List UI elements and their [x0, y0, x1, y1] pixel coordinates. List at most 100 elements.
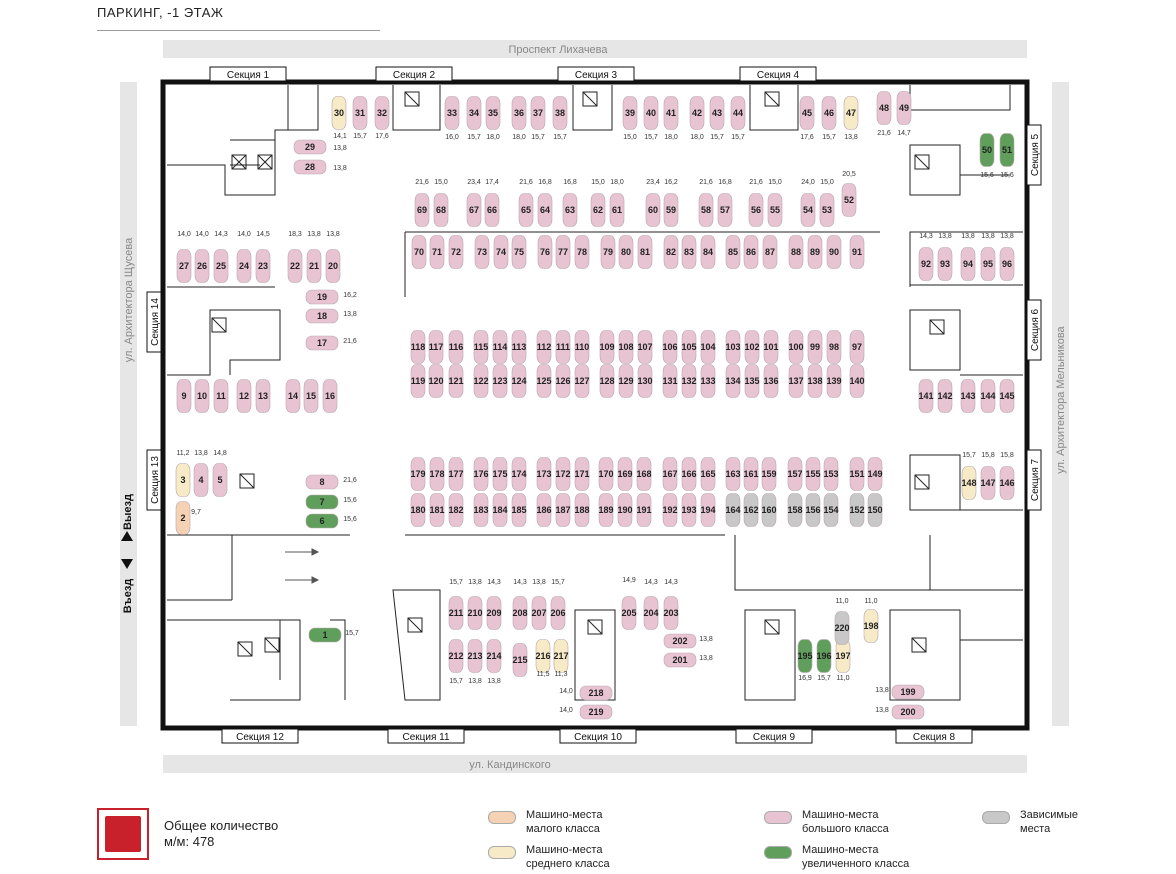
parking-spot-100[interactable]: 100	[788, 330, 804, 364]
parking-spot-161[interactable]: 161	[743, 457, 759, 491]
parking-spot-33[interactable]: 33	[444, 96, 460, 130]
parking-spot-114[interactable]: 114	[492, 330, 508, 364]
parking-spot-67[interactable]: 67	[466, 193, 482, 227]
parking-spot-106[interactable]: 106	[662, 330, 678, 364]
parking-spot-68[interactable]: 68	[433, 193, 449, 227]
parking-spot-39[interactable]: 39	[622, 96, 638, 130]
parking-spot-169[interactable]: 169	[617, 457, 633, 491]
parking-spot-7[interactable]: 7	[305, 494, 339, 510]
parking-spot-37[interactable]: 37	[530, 96, 546, 130]
parking-spot-9[interactable]: 9	[176, 379, 192, 413]
parking-spot-205[interactable]: 205	[621, 596, 637, 630]
parking-spot-115[interactable]: 115	[473, 330, 489, 364]
parking-spot-22[interactable]: 22	[287, 249, 303, 283]
parking-spot-47[interactable]: 47	[843, 96, 859, 130]
parking-spot-126[interactable]: 126	[555, 364, 571, 398]
parking-spot-211[interactable]: 211	[448, 596, 464, 630]
parking-spot-145[interactable]: 145	[999, 379, 1015, 413]
parking-spot-191[interactable]: 191	[636, 493, 652, 527]
parking-spot-148[interactable]: 148	[961, 466, 977, 500]
parking-spot-111[interactable]: 111	[555, 330, 571, 364]
parking-spot-170[interactable]: 170	[598, 457, 614, 491]
parking-spot-136[interactable]: 136	[763, 364, 779, 398]
parking-spot-187[interactable]: 187	[555, 493, 571, 527]
parking-spot-167[interactable]: 167	[662, 457, 678, 491]
parking-spot-89[interactable]: 89	[807, 235, 823, 269]
parking-spot-88[interactable]: 88	[788, 235, 804, 269]
parking-spot-30[interactable]: 30	[331, 96, 347, 130]
parking-spot-54[interactable]: 54	[800, 193, 816, 227]
parking-spot-125[interactable]: 125	[536, 364, 552, 398]
parking-spot-132[interactable]: 132	[681, 364, 697, 398]
parking-spot-104[interactable]: 104	[700, 330, 716, 364]
parking-spot-209[interactable]: 209	[486, 596, 502, 630]
parking-spot-94[interactable]: 94	[960, 247, 976, 281]
parking-spot-172[interactable]: 172	[555, 457, 571, 491]
parking-spot-93[interactable]: 93	[937, 247, 953, 281]
parking-spot-105[interactable]: 105	[681, 330, 697, 364]
parking-spot-200[interactable]: 200	[891, 704, 925, 720]
parking-spot-196[interactable]: 196	[816, 639, 832, 673]
parking-spot-158[interactable]: 158	[787, 493, 803, 527]
parking-spot-124[interactable]: 124	[511, 364, 527, 398]
parking-spot-108[interactable]: 108	[618, 330, 634, 364]
parking-spot-189[interactable]: 189	[598, 493, 614, 527]
parking-spot-210[interactable]: 210	[467, 596, 483, 630]
parking-spot-55[interactable]: 55	[767, 193, 783, 227]
parking-spot-4[interactable]: 4	[193, 463, 209, 497]
parking-spot-18[interactable]: 18	[305, 308, 339, 324]
parking-spot-192[interactable]: 192	[662, 493, 678, 527]
parking-spot-203[interactable]: 203	[663, 596, 679, 630]
parking-spot-1[interactable]: 1	[308, 627, 342, 643]
parking-spot-42[interactable]: 42	[689, 96, 705, 130]
parking-spot-74[interactable]: 74	[493, 235, 509, 269]
parking-spot-70[interactable]: 70	[411, 235, 427, 269]
parking-spot-3[interactable]: 3	[175, 463, 191, 497]
parking-spot-180[interactable]: 180	[410, 493, 426, 527]
parking-spot-202[interactable]: 202	[663, 633, 697, 649]
parking-spot-92[interactable]: 92	[918, 247, 934, 281]
parking-spot-50[interactable]: 50	[979, 133, 995, 167]
parking-spot-14[interactable]: 14	[285, 379, 301, 413]
parking-spot-135[interactable]: 135	[744, 364, 760, 398]
parking-spot-152[interactable]: 152	[849, 493, 865, 527]
parking-spot-78[interactable]: 78	[574, 235, 590, 269]
parking-spot-216[interactable]: 216	[535, 639, 551, 673]
parking-spot-173[interactable]: 173	[536, 457, 552, 491]
parking-spot-110[interactable]: 110	[574, 330, 590, 364]
parking-spot-27[interactable]: 27	[176, 249, 192, 283]
parking-spot-153[interactable]: 153	[823, 457, 839, 491]
parking-spot-182[interactable]: 182	[448, 493, 464, 527]
parking-spot-213[interactable]: 213	[467, 639, 483, 673]
parking-spot-69[interactable]: 69	[414, 193, 430, 227]
parking-spot-32[interactable]: 32	[374, 96, 390, 130]
parking-spot-177[interactable]: 177	[448, 457, 464, 491]
parking-spot-63[interactable]: 63	[562, 193, 578, 227]
parking-spot-109[interactable]: 109	[599, 330, 615, 364]
parking-spot-8[interactable]: 8	[305, 474, 339, 490]
parking-spot-82[interactable]: 82	[663, 235, 679, 269]
parking-spot-99[interactable]: 99	[807, 330, 823, 364]
parking-spot-112[interactable]: 112	[536, 330, 552, 364]
parking-spot-143[interactable]: 143	[960, 379, 976, 413]
parking-spot-16[interactable]: 16	[322, 379, 338, 413]
parking-spot-214[interactable]: 214	[486, 639, 502, 673]
parking-spot-103[interactable]: 103	[725, 330, 741, 364]
parking-spot-48[interactable]: 48	[876, 91, 892, 125]
parking-spot-157[interactable]: 157	[787, 457, 803, 491]
parking-spot-163[interactable]: 163	[725, 457, 741, 491]
parking-spot-168[interactable]: 168	[636, 457, 652, 491]
parking-spot-204[interactable]: 204	[643, 596, 659, 630]
parking-spot-137[interactable]: 137	[788, 364, 804, 398]
parking-spot-120[interactable]: 120	[428, 364, 444, 398]
parking-spot-80[interactable]: 80	[618, 235, 634, 269]
parking-spot-107[interactable]: 107	[637, 330, 653, 364]
parking-spot-91[interactable]: 91	[849, 235, 865, 269]
parking-spot-184[interactable]: 184	[492, 493, 508, 527]
parking-spot-149[interactable]: 149	[867, 457, 883, 491]
parking-spot-65[interactable]: 65	[518, 193, 534, 227]
parking-spot-185[interactable]: 185	[511, 493, 527, 527]
parking-spot-162[interactable]: 162	[743, 493, 759, 527]
parking-spot-96[interactable]: 96	[999, 247, 1015, 281]
parking-spot-199[interactable]: 199	[891, 684, 925, 700]
